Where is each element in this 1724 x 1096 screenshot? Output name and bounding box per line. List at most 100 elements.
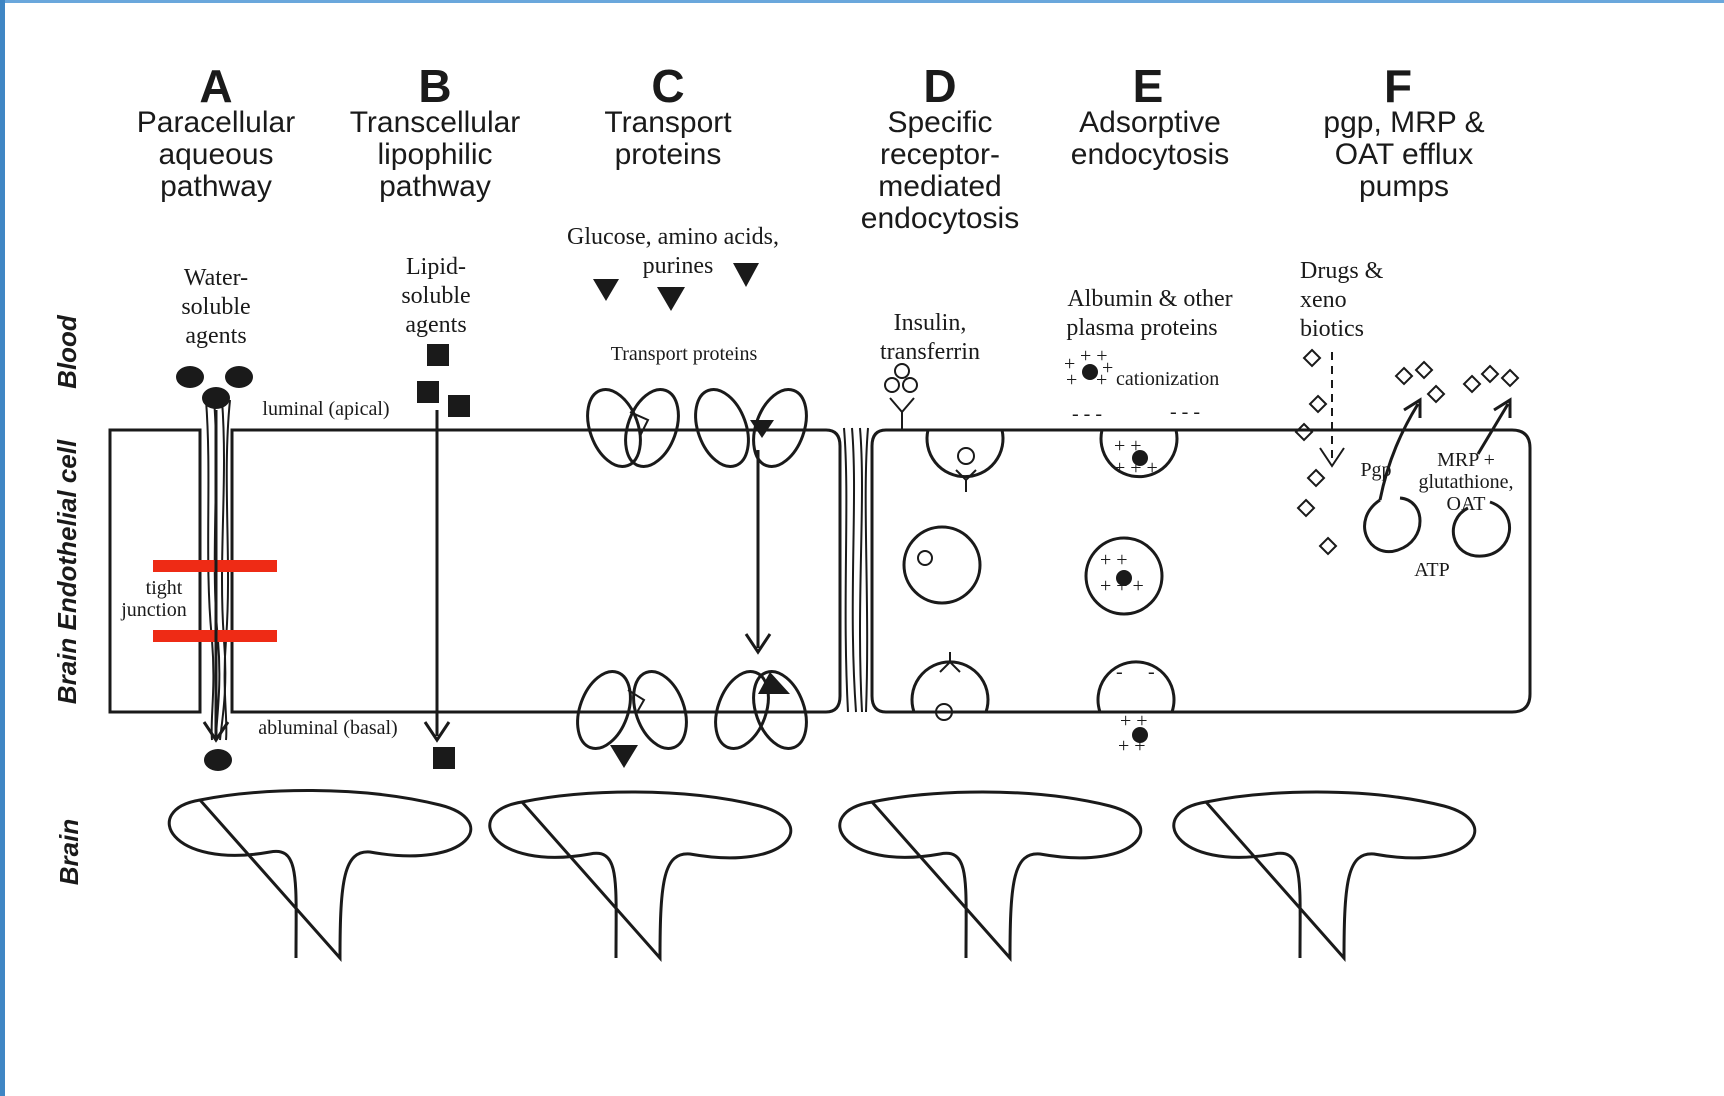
water-molecule-3 xyxy=(202,387,230,409)
endothelial-cell-main-left xyxy=(232,430,840,712)
adsorptive-vesicle-release: - - xyxy=(1098,661,1174,712)
column-f-header: F pgp, MRP & OAT efflux pumps xyxy=(1323,60,1484,203)
insulin-label: Insulin, transferrin xyxy=(880,310,980,365)
luminal-label: luminal (apical) xyxy=(262,398,389,420)
svg-text:+ + +: + + + xyxy=(1114,457,1158,479)
lipid-molecule-2 xyxy=(417,381,439,403)
transporter-top-right xyxy=(686,382,816,474)
svg-text:+ + +: + + + xyxy=(1100,575,1144,597)
cationized-protein-blood: + + + + + + xyxy=(1064,345,1113,391)
negative-charges-surface: - - - - - - xyxy=(1072,401,1200,425)
svg-text:Glucose, amino acids,: Glucose, amino acids, xyxy=(567,224,779,250)
column-b-line-2: lipophilic xyxy=(377,138,492,171)
adsorptive-vesicle-forming: + + + + + xyxy=(1101,430,1177,479)
endocytic-vesicle-middle xyxy=(904,527,980,603)
cationized-protein-brain: + + + + xyxy=(1118,710,1148,757)
svg-text:Insulin,: Insulin, xyxy=(894,310,967,336)
svg-text:Albumin & other: Albumin & other xyxy=(1067,286,1232,312)
column-e-letter: E xyxy=(1133,60,1164,112)
svg-text:agents: agents xyxy=(185,323,246,349)
glucose-molecule-3 xyxy=(733,263,759,287)
water-molecule-brain xyxy=(204,749,232,771)
column-c-line-1: Transport xyxy=(604,106,732,139)
svg-text:plasma proteins: plasma proteins xyxy=(1066,315,1217,341)
transporter-top-left xyxy=(578,382,688,474)
column-e-line-1: Adsorptive xyxy=(1079,106,1221,139)
svg-text:Water-: Water- xyxy=(184,265,248,291)
svg-text:+ +: + + xyxy=(1120,710,1148,732)
column-e-line-2: endocytosis xyxy=(1071,138,1229,171)
water-molecule-2 xyxy=(225,366,253,388)
svg-text:Lipid-: Lipid- xyxy=(406,254,466,280)
svg-text:+ +: + + xyxy=(1118,735,1146,757)
svg-text:+ +: + + xyxy=(1114,435,1142,457)
column-d-header: D Specific receptor- mediated endocytosi… xyxy=(861,60,1019,235)
side-label-brain: Brain xyxy=(54,819,84,885)
column-f-letter: F xyxy=(1384,60,1412,112)
water-molecule-1 xyxy=(176,366,204,388)
svg-text:xeno: xeno xyxy=(1300,287,1347,313)
cationization-label: cationization xyxy=(1116,368,1219,390)
svg-text:purines: purines xyxy=(643,253,714,279)
column-d-line-3: mediated xyxy=(878,170,1001,203)
tight-junction-strands-cd xyxy=(844,428,868,712)
tight-junction-label-2: junction xyxy=(120,599,187,621)
column-e-header: E Adsorptive endocytosis xyxy=(1071,60,1229,171)
column-a-line-1: Paracellular xyxy=(137,106,295,139)
column-c-letter: C xyxy=(651,60,684,112)
svg-text:-: - xyxy=(1148,661,1155,683)
svg-text:agents: agents xyxy=(405,312,466,338)
column-a-header: A Paracellular aqueous pathway xyxy=(137,60,295,203)
svg-text:glutathione,: glutathione, xyxy=(1419,471,1514,493)
column-a-line-2: aqueous xyxy=(158,138,273,171)
svg-text:- - -: - - - xyxy=(1170,401,1200,423)
column-f-line-2: OAT efflux xyxy=(1335,138,1473,171)
drugs-label: Drugs & xeno biotics xyxy=(1300,258,1384,342)
column-d-line-1: Specific xyxy=(887,106,992,139)
adsorptive-vesicle-middle: + + + + + xyxy=(1086,538,1162,614)
lipid-molecule-brain xyxy=(433,747,455,769)
lipid-molecule-3 xyxy=(448,395,470,417)
atp-label: ATP xyxy=(1414,559,1450,581)
column-c-header: C Transport proteins xyxy=(604,60,732,171)
svg-text:transferrin: transferrin xyxy=(880,339,980,365)
glucose-molecule-1 xyxy=(593,279,619,301)
astrocyte-endfoot-4 xyxy=(1174,792,1475,958)
water-soluble-label: Water- soluble agents xyxy=(181,265,250,349)
side-label-endothelial: Brain Endothelial cell xyxy=(52,439,82,704)
lipid-molecule-1 xyxy=(427,344,449,366)
side-label-blood: Blood xyxy=(52,314,82,389)
svg-text:+ +: + + xyxy=(1100,549,1128,571)
tight-junction-label-1: tight xyxy=(146,577,183,599)
astrocyte-endfoot-2 xyxy=(490,792,791,958)
svg-text:soluble: soluble xyxy=(181,294,250,320)
column-b-line-3: pathway xyxy=(379,170,491,203)
column-a-letter: A xyxy=(199,60,232,112)
astrocyte-endfoot-3 xyxy=(840,792,1141,958)
albumin-label: Albumin & other plasma proteins xyxy=(1066,286,1232,341)
transporter-bottom-right xyxy=(706,664,816,756)
glucose-molecule-brain xyxy=(610,745,638,768)
column-d-line-4: endocytosis xyxy=(861,202,1019,235)
column-c-line-2: proteins xyxy=(615,138,722,171)
svg-text:Drugs &: Drugs & xyxy=(1300,258,1384,284)
endocytic-vesicle-forming xyxy=(927,430,1003,492)
lipid-soluble-label: Lipid- soluble agents xyxy=(401,254,470,338)
insulin-receptor-surface xyxy=(885,364,917,430)
svg-text:MRP +: MRP + xyxy=(1437,449,1495,471)
column-f-line-3: pumps xyxy=(1359,170,1449,203)
svg-text:+: + xyxy=(1102,357,1113,379)
svg-text:soluble: soluble xyxy=(401,283,470,309)
column-b-line-1: Transcellular xyxy=(350,106,521,139)
svg-text:+: + xyxy=(1066,369,1077,391)
column-d-line-2: receptor- xyxy=(880,138,1000,171)
column-b-letter: B xyxy=(418,60,451,112)
transporter-bottom-left xyxy=(568,664,696,756)
transport-proteins-label: Transport proteins xyxy=(611,343,758,365)
astrocyte-endfoot-1 xyxy=(169,790,471,958)
svg-text:OAT: OAT xyxy=(1447,493,1486,515)
svg-text:biotics: biotics xyxy=(1300,316,1364,342)
endocytic-vesicle-release xyxy=(912,652,988,720)
column-a-line-3: pathway xyxy=(160,170,272,203)
